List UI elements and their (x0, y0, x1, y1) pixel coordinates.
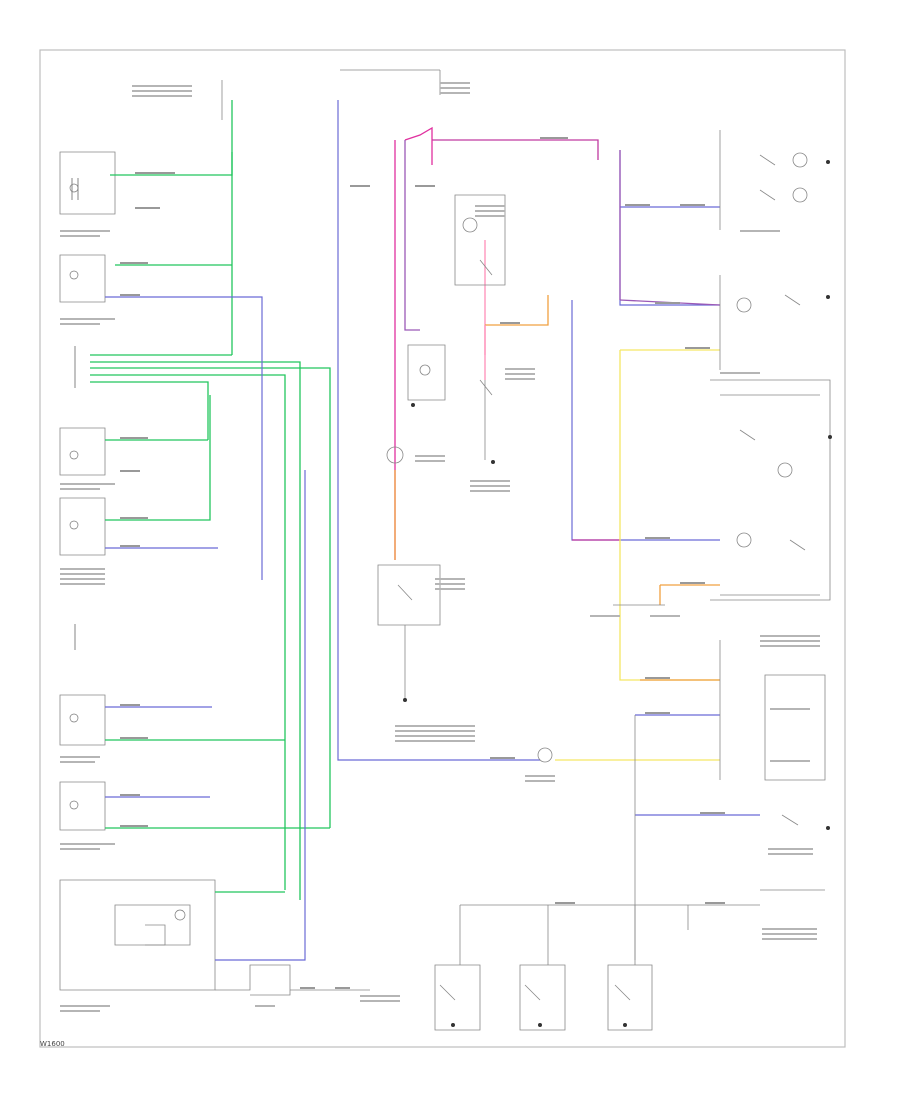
blue-wires (105, 100, 760, 961)
gray-wires (215, 69, 831, 1031)
right-lamps (537, 152, 808, 826)
wire-label-marks (120, 137, 725, 989)
footer-code: W1600 (40, 1040, 65, 1048)
ground-icon (403, 160, 832, 1027)
pink-wires (394, 126, 721, 560)
green-wires (90, 100, 331, 900)
component-text-blocks (60, 82, 820, 1012)
left-connector-boxes (59, 151, 216, 991)
center-components (145, 217, 631, 1001)
yellow-wires (394, 295, 720, 761)
diagram-border (39, 49, 846, 1048)
left-box-symbols (69, 183, 186, 921)
